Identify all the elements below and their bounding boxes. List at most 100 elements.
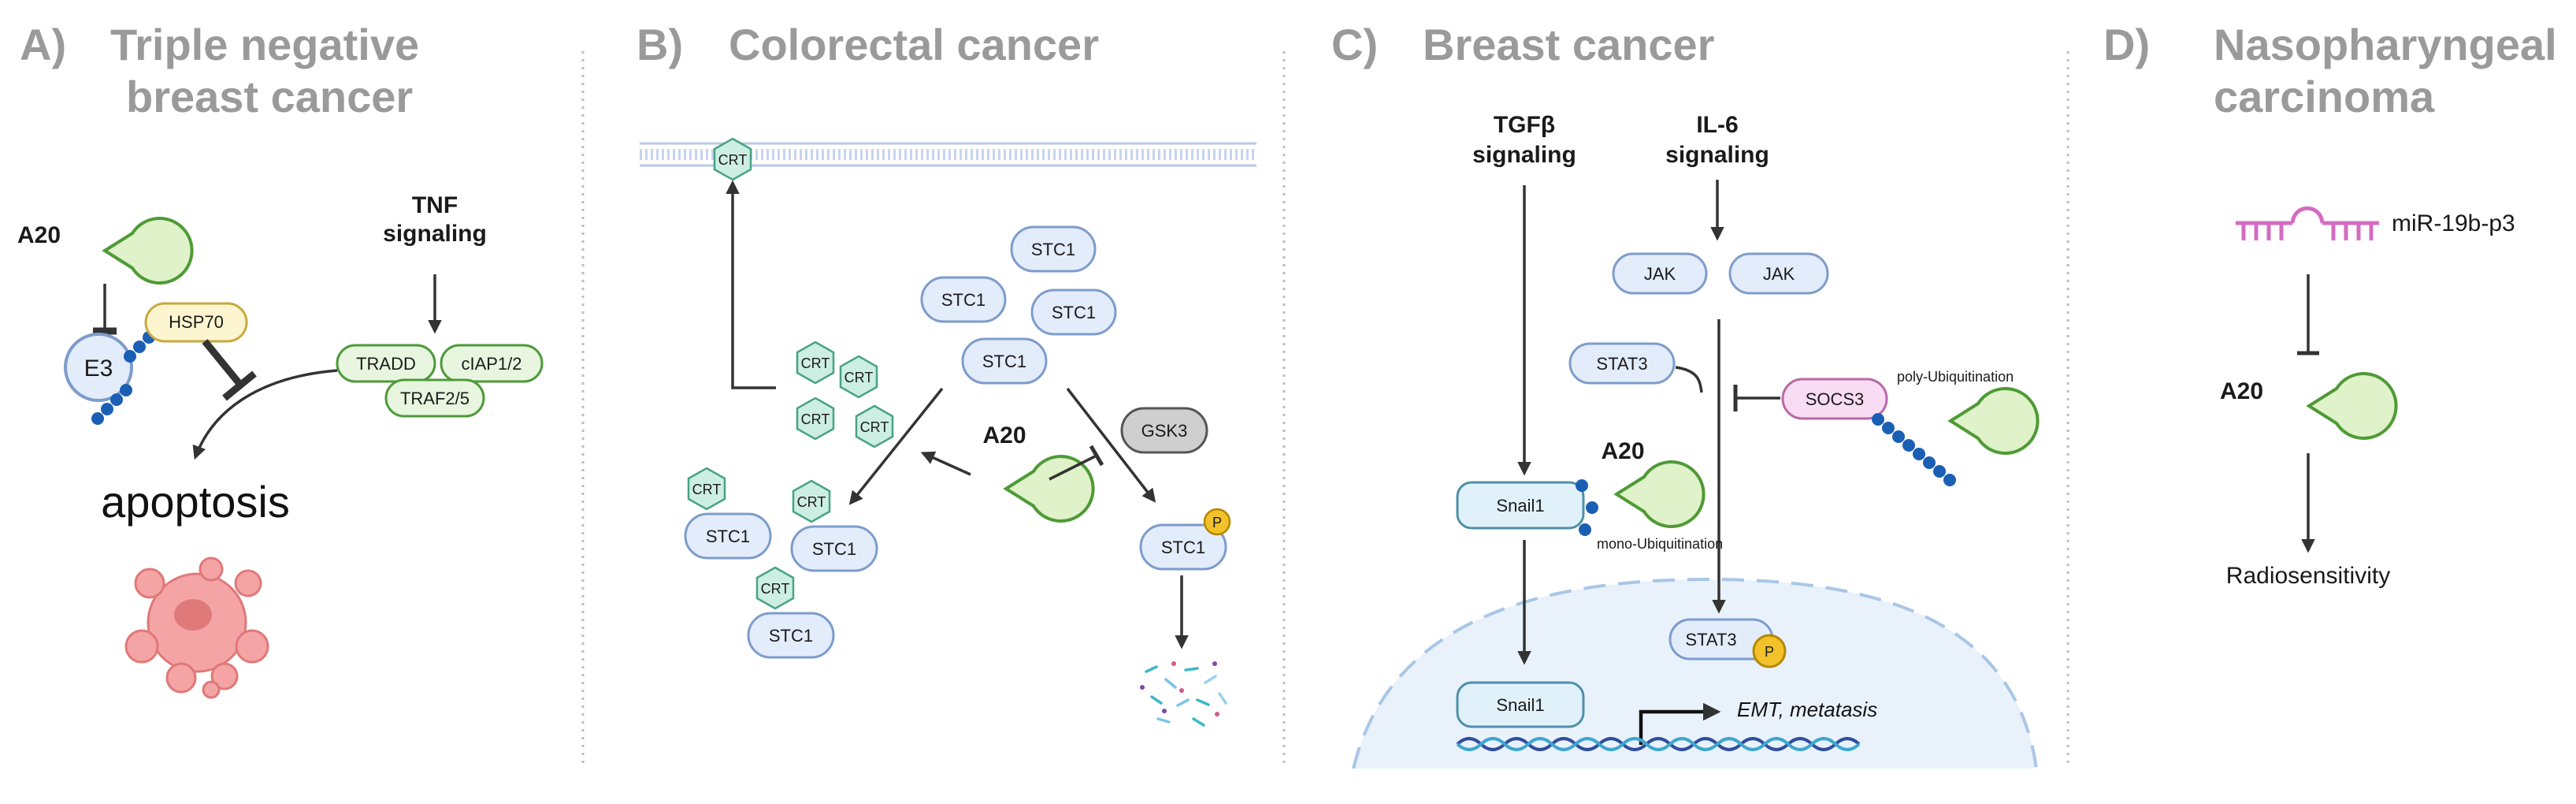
panel-b-crt-stc1-complexes: CRT STC1 CRT STC1 CRT STC1 [684,467,878,659]
panel-c-snail1-nucleus [1456,681,1585,728]
apoptotic-cell-icon [124,556,269,699]
svg-text:STC1: STC1 [1031,240,1075,259]
panel-b-gsk3 [1120,407,1208,454]
panel-c-a20-socs3-icon [1947,387,2040,455]
panel-c-jak-2-label: JAK [1763,264,1795,284]
svg-text:STC1: STC1 [1052,303,1096,322]
svg-text:CRT: CRT [801,411,830,427]
panel-b-arrow-to-crt-stc1 [848,387,944,505]
svg-text:STC1: STC1 [941,290,985,310]
panel-c-tgfb-line1: TGFβ [1494,112,1555,138]
dna-icon [1456,737,1861,751]
panel-b-crt-export-arrow [726,180,776,389]
svg-text:CRT: CRT [844,370,874,385]
panel-c-stat3 [1568,342,1676,385]
svg-text:CRT: CRT [761,581,790,597]
panel-d-title-line1: Nasopharyngeal [2214,20,2557,69]
panel-b-a20-inhibit-bar [1089,445,1104,467]
panel-d: D) Nasopharyngeal carcinoma miR-19b-p3 A… [2103,20,2557,589]
panel-b-title: Colorectal cancer [729,20,1099,69]
svg-text:CRT: CRT [797,494,826,510]
panel-c-socs3-label: SOCS3 [1806,389,1865,409]
panel-b-phosphate-icon [1203,508,1231,536]
panel-c-jak-1-label: JAK [1644,264,1676,284]
panel-c-stat3-connector [1675,366,1703,393]
panel-b-a20-icon [1003,455,1095,523]
panel-c-title: Breast cancer [1423,20,1714,69]
panel-c-a20-label: A20 [1601,438,1644,464]
panel-c-poly-ub-label: poly-Ubiquitination [1897,369,2014,385]
panel-a-a20-label: A20 [17,222,61,248]
panel-d-mirna-label: miR-19b-p3 [2392,210,2515,236]
panel-a-traf [384,378,485,418]
panel-c: C) Breast cancer TGFβ signaling IL-6 sig… [1331,20,2040,769]
panel-c-jak-1 [1612,252,1708,295]
panel-a-traf-label: TRAF2/5 [400,389,470,408]
panel-b-a20-label: A20 [982,422,1026,449]
panel-d-title-line2: carcinoma [2214,72,2435,121]
panel-a-tradd [336,344,436,383]
panel-c-mono-ubiquitin-icon [1576,479,1598,536]
panel-b: B) Colorectal cancer CRT CRT CRT CRT CRT… [637,20,1256,727]
panel-c-socs3 [1781,378,1888,420]
svg-text:STC1: STC1 [706,527,750,546]
svg-text:CRT: CRT [860,419,889,435]
degraded-protein-fragments-icon [1140,661,1227,727]
panel-c-tgfb-line2: signaling [1472,142,1576,168]
panel-b-phospho-stc1-label: STC1 [1161,538,1205,557]
panel-b-membrane-crt-label: CRT [718,152,748,168]
panel-a-title-line2: breast cancer [126,72,413,121]
panel-a-e3-label: E3 [84,355,113,382]
panel-b-letter: B) [637,20,683,69]
panel-c-snail1-cytoplasm [1456,481,1585,530]
panel-a-apoptosis-label: apoptosis [101,477,290,527]
panel-b-membrane-crt [713,137,752,181]
panel-c-poly-ubiquitin-chain-icon [1872,413,1956,486]
panel-d-a20-icon [2306,372,2398,440]
panel-a-tnf-line1: TNF [412,192,458,218]
panel-b-a20-promote-arrow [920,451,971,476]
panel-a-a20-icon [102,217,194,285]
panel-a-hsp70-label: HSP70 [169,312,224,332]
panel-a-ciap [440,344,544,383]
panel-d-a20-label: A20 [2220,378,2263,404]
panel-c-phosphate-label: P [1765,644,1774,660]
panel-b-a20-inhibit-line [1049,454,1097,481]
panel-c-transcription-arrow [1639,702,1721,745]
panel-c-mono-ub-label: mono-Ubiquitination [1597,536,1723,552]
panel-c-stat3-nucleus-label: STAT3 [1685,630,1736,650]
nucleus [1352,577,2038,769]
panel-c-stat3-label: STAT3 [1596,354,1647,374]
panel-b-phospho-stc1 [1139,523,1227,571]
panel-c-letter: C) [1331,20,1378,69]
panel-a-hsp70-inhibit-bar [222,370,257,401]
panel-c-phosphate-icon [1752,634,1787,668]
svg-text:STC1: STC1 [812,539,856,559]
panel-c-jak-2 [1728,252,1829,295]
panel-d-outcome-label: Radiosensitivity [2226,563,2390,589]
panel-c-emt-label: EMT, metatasis [1737,698,1877,721]
panel-b-phosphate-label: P [1212,515,1222,530]
panel-c-a20-snail1-icon [1613,460,1706,528]
panel-c-il6-line2: signaling [1665,142,1769,168]
panel-a-title-line1: Triple negative [110,20,419,69]
panel-c-snail1-cytoplasm-label: Snail1 [1496,496,1544,516]
panel-d-letter: D) [2103,20,2150,69]
panel-a-apoptosis-arrow [192,369,338,460]
svg-text:CRT: CRT [801,355,830,371]
svg-text:CRT: CRT [692,482,722,497]
panel-a-e3-ligase [64,333,133,402]
mirna-hairpin-icon [2236,206,2379,240]
panel-a-tnf-line2: signaling [383,221,487,247]
panel-b-crt-cluster: CRT CRT CRT CRT [796,341,894,449]
svg-text:STC1: STC1 [769,626,813,646]
panel-a-letter: A) [20,20,66,69]
panel-a: A) Triple negative breast cancer A20 E3 … [17,20,544,699]
panel-b-stc1-cluster: STC1 STC1 STC1 STC1 [920,225,1117,385]
panel-b-arrow-to-phospho-stc1 [1066,387,1156,503]
svg-text:STC1: STC1 [982,352,1026,371]
panel-c-il6-line1: IL-6 [1696,112,1738,138]
panel-a-hsp70-inhibit-line [202,339,243,387]
panel-a-ciap-label: cIAP1/2 [461,354,522,374]
